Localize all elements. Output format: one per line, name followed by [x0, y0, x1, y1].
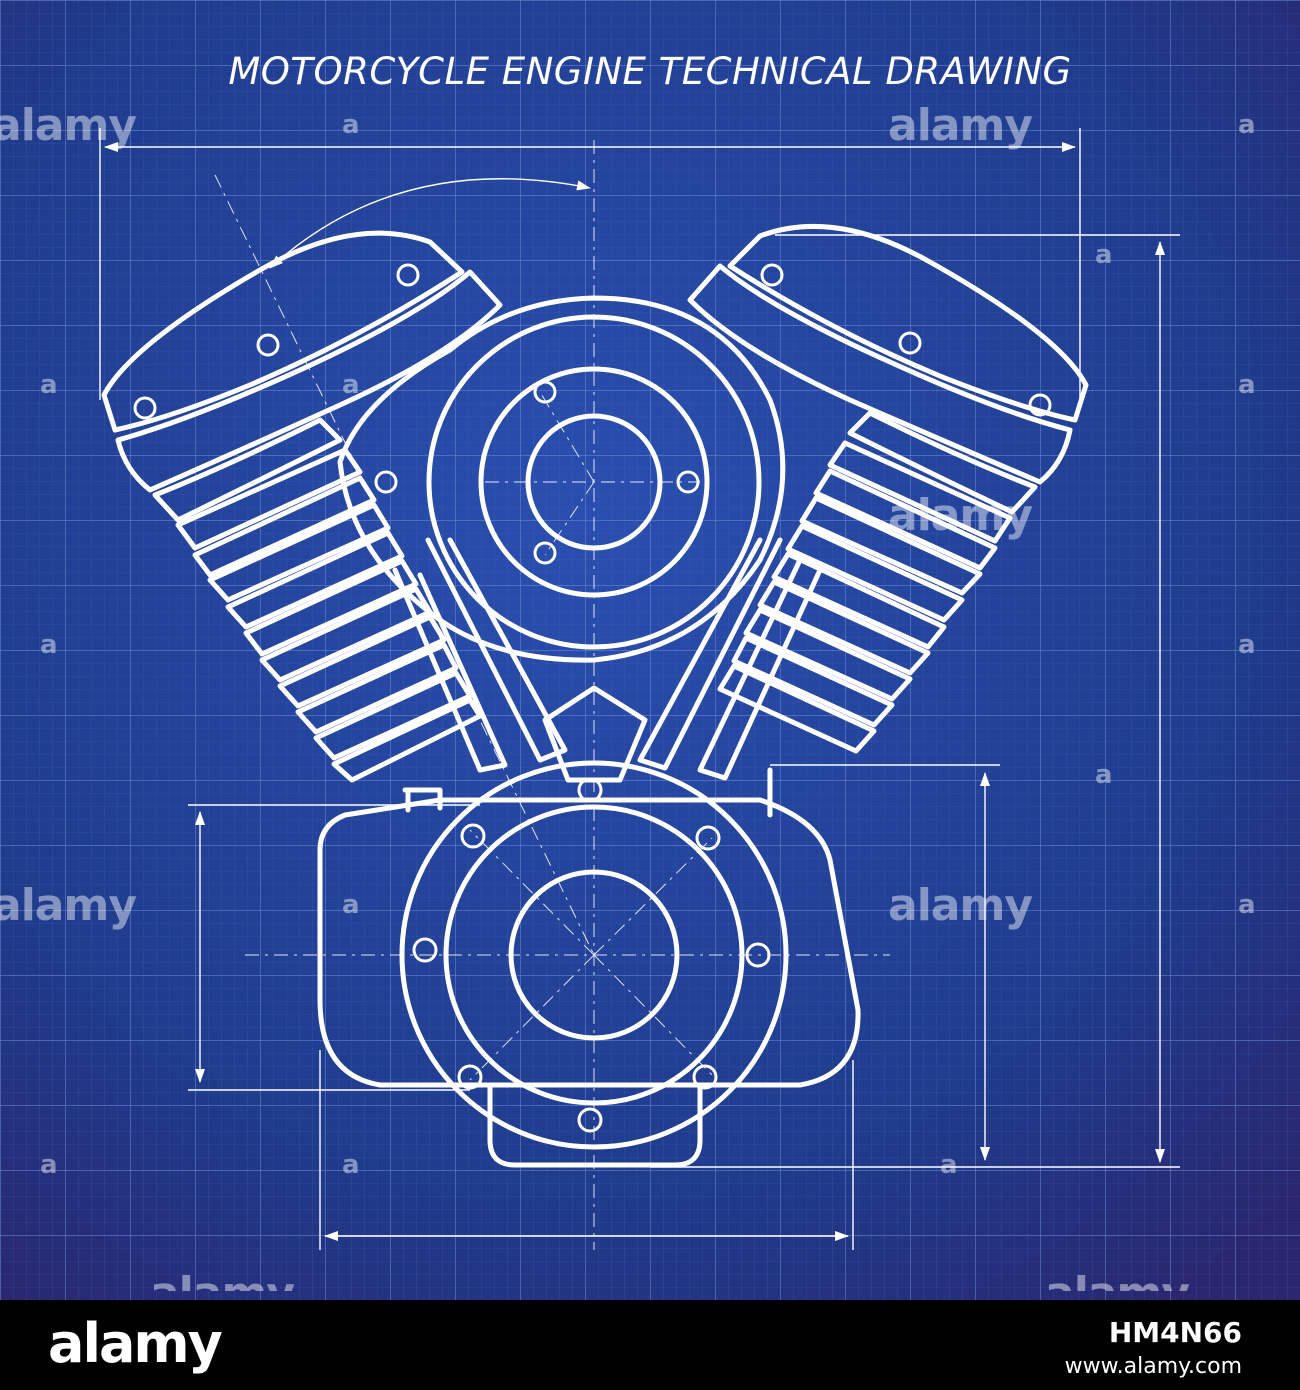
- watermark: alamy: [888, 490, 1033, 541]
- watermark-dot: a: [40, 1150, 58, 1180]
- air-cleaner-housing: [337, 295, 786, 663]
- watermark-dot: a: [342, 370, 360, 400]
- air-cleaner-outer: [426, 314, 762, 650]
- engine-outline: [101, 223, 1089, 1168]
- watermark-dot: a: [342, 1150, 360, 1180]
- left-cylinder-fins: [152, 417, 483, 783]
- watermark-dot: a: [1095, 760, 1113, 790]
- watermark-dot: a: [342, 890, 360, 920]
- watermark-dot: a: [1238, 890, 1256, 920]
- crankcase: [317, 797, 861, 1088]
- watermark: alamy: [0, 880, 137, 931]
- stock-footer: alamy HM4N66 www.alamy.com: [0, 1300, 1300, 1390]
- drawing-title: MOTORCYCLE ENGINE TECHNICAL DRAWING: [228, 50, 1072, 93]
- bolt-holes: [133, 263, 1052, 1133]
- watermark: alamy: [0, 100, 137, 151]
- right-cylinder-fins: [717, 410, 1038, 754]
- watermark-dot: a: [40, 630, 58, 660]
- site-url: www.alamy.com: [1064, 1354, 1242, 1379]
- watermark-dot: a: [1238, 630, 1256, 660]
- right-rocker-cover: [727, 223, 1089, 423]
- watermark-dot: a: [940, 1150, 958, 1180]
- watermark-dot: a: [1238, 370, 1256, 400]
- blueprint-canvas: MOTORCYCLE ENGINE TECHNICAL DRAWING alam…: [0, 0, 1300, 1300]
- image-id: HM4N66: [1108, 1316, 1242, 1349]
- engine-drawing: [0, 0, 1300, 1300]
- primary-cover-outer: [399, 760, 789, 1150]
- brand-logo: alamy: [48, 1312, 223, 1375]
- dimension-lines: [99, 128, 1180, 1250]
- watermark: alamy: [150, 1268, 294, 1300]
- watermark-dot: a: [1095, 240, 1113, 270]
- watermark-dot: a: [1238, 110, 1256, 140]
- watermark: alamy: [1045, 1268, 1189, 1300]
- watermark-dot: a: [40, 370, 58, 400]
- watermark: alamy: [888, 100, 1033, 151]
- watermark: alamy: [888, 880, 1033, 931]
- watermark-dot: a: [342, 110, 360, 140]
- left-rocker-cover: [101, 230, 465, 433]
